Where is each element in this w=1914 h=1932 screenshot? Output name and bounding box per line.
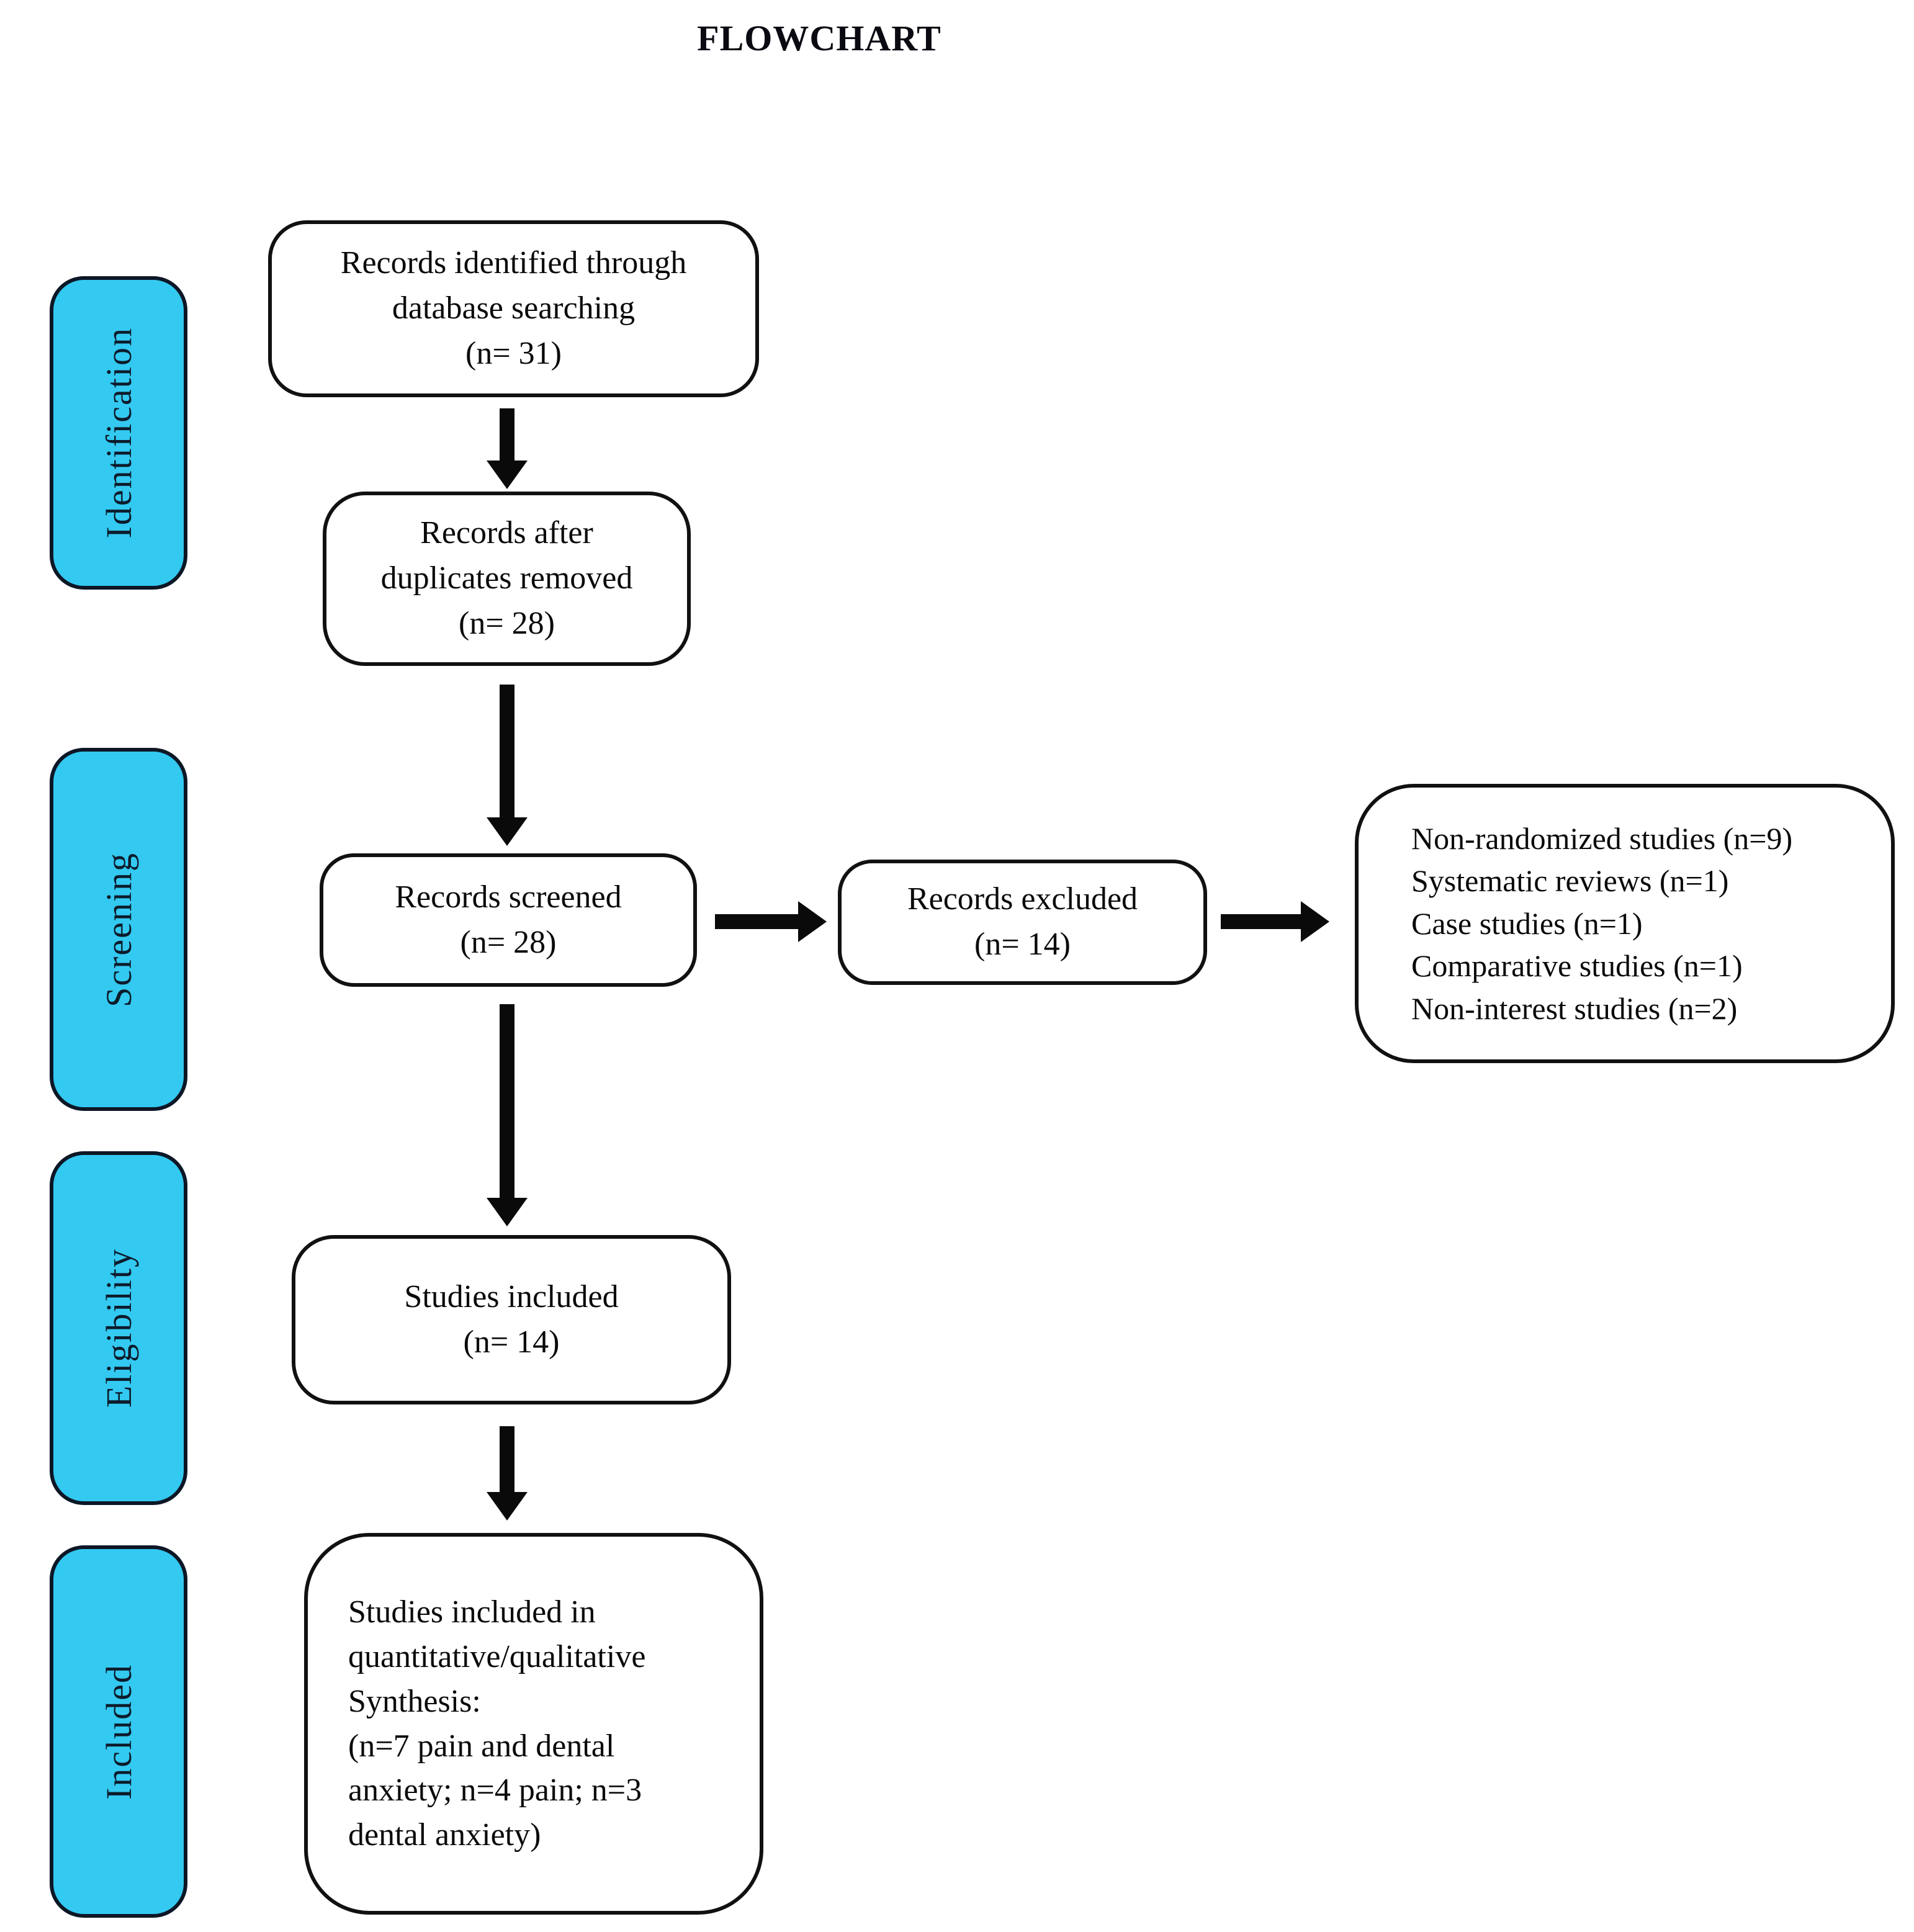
arrow-right-excluded-to-reasons <box>1221 901 1329 942</box>
stage-eligibility: Eligibility <box>50 1151 187 1505</box>
stage-included: Included <box>50 1545 187 1918</box>
box-exclusion-reasons: Non-randomized studies (n=9) Systematic … <box>1355 784 1895 1063</box>
arrow-right-icon <box>798 901 827 942</box>
box-synthesis-text: Studies included in quantitative/qualita… <box>348 1594 646 1853</box>
box-records-screened-text: Records screened (n= 28) <box>395 879 622 960</box>
box-records-screened: Records screened (n= 28) <box>320 853 697 987</box>
box-records-excluded-text: Records excluded (n= 14) <box>907 881 1138 962</box>
box-studies-included: Studies included (n= 14) <box>292 1235 731 1404</box>
arrow-right-screened-to-excluded <box>715 901 827 942</box>
stage-included-label: Included <box>98 1663 139 1800</box>
stage-screening-label: Screening <box>98 851 139 1007</box>
box-synthesis: Studies included in quantitative/qualita… <box>304 1533 763 1915</box>
arrow-right-icon <box>1301 901 1329 942</box>
arrow-down-icon <box>487 817 528 846</box>
stage-identification: Identification <box>50 276 187 590</box>
stage-eligibility-label: Eligibility <box>98 1248 139 1408</box>
box-studies-included-text: Studies included (n= 14) <box>404 1278 619 1360</box>
stage-identification-label: Identification <box>98 327 139 539</box>
stage-screening: Screening <box>50 748 187 1111</box>
box-records-identified: Records identified through database sear… <box>268 220 759 397</box>
arrow-down-icon <box>487 1198 528 1226</box>
box-duplicates-removed: Records after duplicates removed (n= 28) <box>323 492 691 666</box>
arrow-shaft <box>500 408 514 461</box>
box-records-excluded: Records excluded (n= 14) <box>838 860 1207 985</box>
arrow-down-identified-to-duplicates <box>487 408 528 489</box>
arrow-down-studies-to-synthesis <box>487 1426 528 1521</box>
box-records-identified-text: Records identified through database sear… <box>340 245 687 371</box>
arrow-down-icon <box>487 461 528 489</box>
arrow-down-screened-to-studies <box>487 1004 528 1226</box>
arrow-shaft <box>500 685 514 817</box>
arrow-shaft <box>1221 914 1301 929</box>
box-exclusion-reasons-text: Non-randomized studies (n=9) Systematic … <box>1411 820 1793 1026</box>
arrow-shaft <box>715 914 798 929</box>
box-duplicates-removed-text: Records after duplicates removed (n= 28) <box>380 515 633 641</box>
page-title: FLOWCHART <box>697 18 941 58</box>
arrow-shaft <box>500 1004 514 1198</box>
arrow-down-duplicates-to-screened <box>487 685 528 846</box>
arrow-down-icon <box>487 1492 528 1521</box>
arrow-shaft <box>500 1426 514 1492</box>
